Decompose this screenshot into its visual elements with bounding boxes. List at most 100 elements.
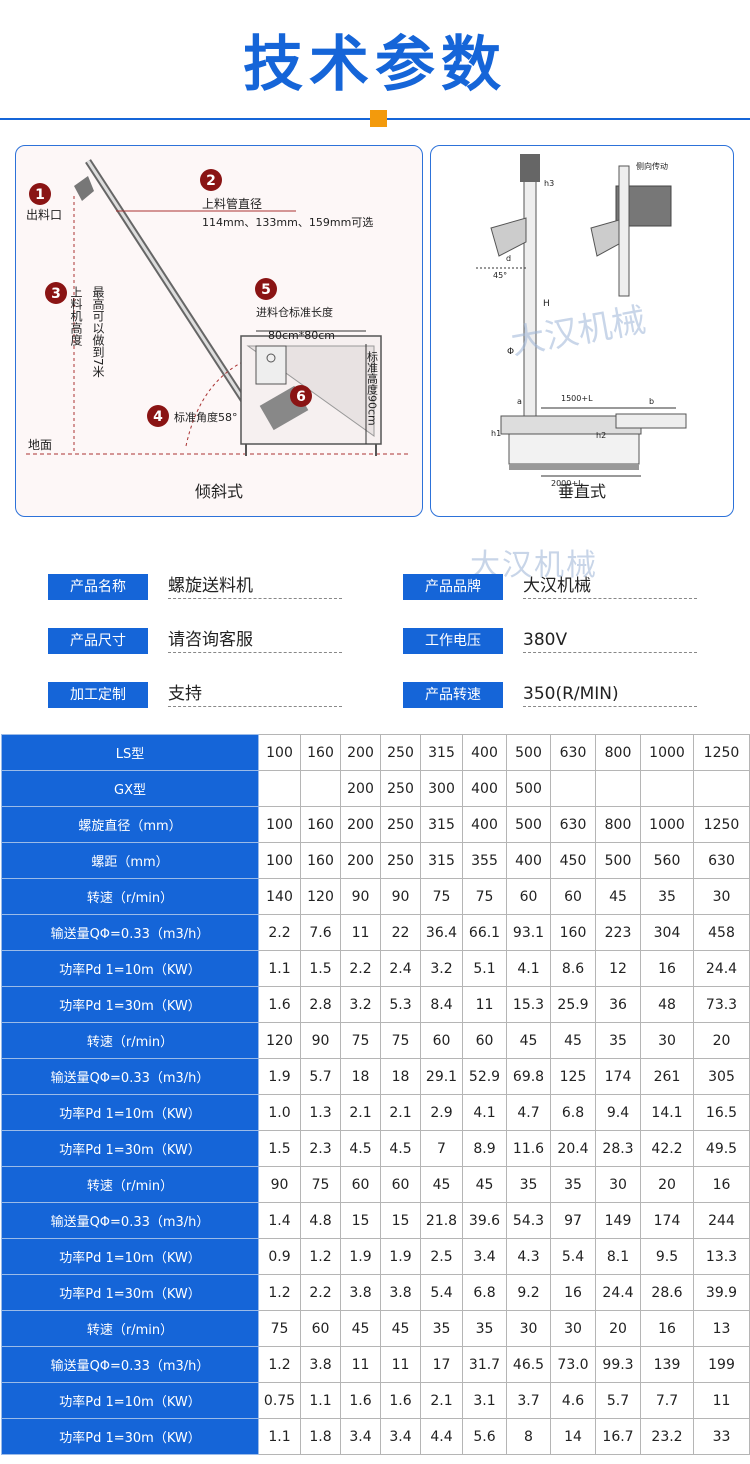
chute-left (490, 217, 527, 257)
row-header: 输送量QΦ=0.33（m3/h） (1, 914, 259, 951)
table-cell: 304 (640, 914, 694, 951)
table-cell (640, 770, 694, 807)
table-cell: 3.8 (340, 1274, 381, 1311)
vertical-tube (523, 163, 537, 425)
callout-5-sub: 80cm*80cm (268, 329, 335, 342)
table-cell: 125 (550, 1058, 596, 1095)
row-header: 功率Pd 1=30m（KW） (1, 1274, 259, 1311)
svg-text:b: b (649, 397, 654, 406)
vertical-diagram-panel: 侧向传动 大汉机械 1500+L 2000+L b a h1 h2 h3 d 4… (430, 145, 734, 517)
svg-text:6: 6 (296, 389, 306, 405)
table-cell: 6.8 (462, 1274, 507, 1311)
table-cell: 75 (300, 1166, 341, 1203)
table-cell: 36.4 (420, 914, 463, 951)
table-cell: 2.1 (340, 1094, 381, 1131)
table-cell: 8.1 (595, 1238, 641, 1275)
table-cell: 4.5 (340, 1130, 381, 1167)
table-cell: 99.3 (595, 1346, 641, 1383)
table-cell: 45 (595, 878, 641, 915)
param-label: 产品品牌 (403, 574, 503, 600)
table-cell: 16 (640, 1310, 694, 1347)
param-value: 请咨询客服 (168, 628, 342, 653)
table-cell: 49.5 (693, 1130, 750, 1167)
table-cell: 174 (640, 1202, 694, 1239)
table-cell: 60 (380, 1166, 421, 1203)
callout-1: 1 (29, 183, 51, 205)
callout-3-sub: 最高可以做到7米 (91, 286, 105, 378)
table-cell: 3.2 (420, 950, 463, 987)
inclined-conveyor-diagram: 1 出料口 2 上料管直径 114mm、133mm、159mm可选 3 上料机高… (26, 159, 411, 456)
param-value: 350(R/MIN) (523, 682, 697, 707)
table-cell: 30 (693, 878, 750, 915)
table-cell: 60 (462, 1022, 507, 1059)
table-cell: 75 (340, 1022, 381, 1059)
table-cell: 97 (550, 1202, 596, 1239)
param-label: 产品名称 (48, 574, 148, 600)
table-cell: 45 (380, 1310, 421, 1347)
table-cell (258, 770, 301, 807)
table-cell: 300 (420, 770, 463, 807)
table-cell: 1.5 (258, 1130, 301, 1167)
table-cell: 1.2 (258, 1346, 301, 1383)
row-header: 功率Pd 1=10m（KW） (1, 1238, 259, 1275)
table-cell: 45 (420, 1166, 463, 1203)
table-cell: 18 (380, 1058, 421, 1095)
svg-text:H: H (543, 299, 550, 309)
table-cell: 1.1 (258, 950, 301, 987)
table-cell: 250 (380, 734, 421, 771)
table-cell: 16 (640, 950, 694, 987)
table-cell: 500 (595, 842, 641, 879)
table-cell: 16.5 (693, 1094, 750, 1131)
table-cell: 48 (640, 986, 694, 1023)
row-header: 功率Pd 1=30m（KW） (1, 1130, 259, 1167)
table-cell: 42.2 (640, 1130, 694, 1167)
table-cell: 15.3 (506, 986, 551, 1023)
table-cell: 17 (420, 1346, 463, 1383)
row-header: 功率Pd 1=10m（KW） (1, 1094, 259, 1131)
table-cell: 30 (595, 1166, 641, 1203)
table-cell: 35 (506, 1166, 551, 1203)
row-header: 输送量QΦ=0.33（m3/h） (1, 1058, 259, 1095)
callout-5: 5 (255, 278, 277, 300)
table-cell: 66.1 (462, 914, 507, 951)
table-cell: 20 (640, 1166, 694, 1203)
svg-text:h1: h1 (491, 429, 501, 438)
table-cell: 6.8 (550, 1094, 596, 1131)
table-cell: 458 (693, 914, 750, 951)
table-cell: 400 (506, 842, 551, 879)
svg-text:4: 4 (153, 409, 163, 425)
table-cell: 54.3 (506, 1202, 551, 1239)
table-cell: 1000 (640, 806, 694, 843)
table-cell: 35 (550, 1166, 596, 1203)
table-cell: 23.2 (640, 1418, 694, 1455)
param-label: 产品转速 (403, 682, 503, 708)
table-cell: 28.6 (640, 1274, 694, 1311)
table-cell: 1000 (640, 734, 694, 771)
table-cell: 315 (420, 842, 463, 879)
param-label: 产品尺寸 (48, 628, 148, 654)
svg-text:3: 3 (51, 286, 61, 302)
table-cell: 60 (300, 1310, 341, 1347)
table-cell: 60 (550, 878, 596, 915)
table-cell: 1.5 (300, 950, 341, 987)
table-cell: 46.5 (506, 1346, 551, 1383)
callout-3: 3 (45, 282, 67, 304)
table-cell: 20 (595, 1310, 641, 1347)
row-header: 转速（r/min） (1, 878, 259, 915)
table-cell: 8.9 (462, 1130, 507, 1167)
table-cell: 7 (420, 1130, 463, 1167)
table-cell: 630 (550, 734, 596, 771)
table-cell: 1.8 (300, 1418, 341, 1455)
table-cell: 11 (462, 986, 507, 1023)
table-cell: 4.1 (506, 950, 551, 987)
table-cell: 400 (462, 734, 507, 771)
inclined-diagram-panel: 1 出料口 2 上料管直径 114mm、133mm、159mm可选 3 上料机高… (15, 145, 423, 517)
svg-text:45°: 45° (493, 271, 507, 280)
table-cell: 800 (595, 734, 641, 771)
